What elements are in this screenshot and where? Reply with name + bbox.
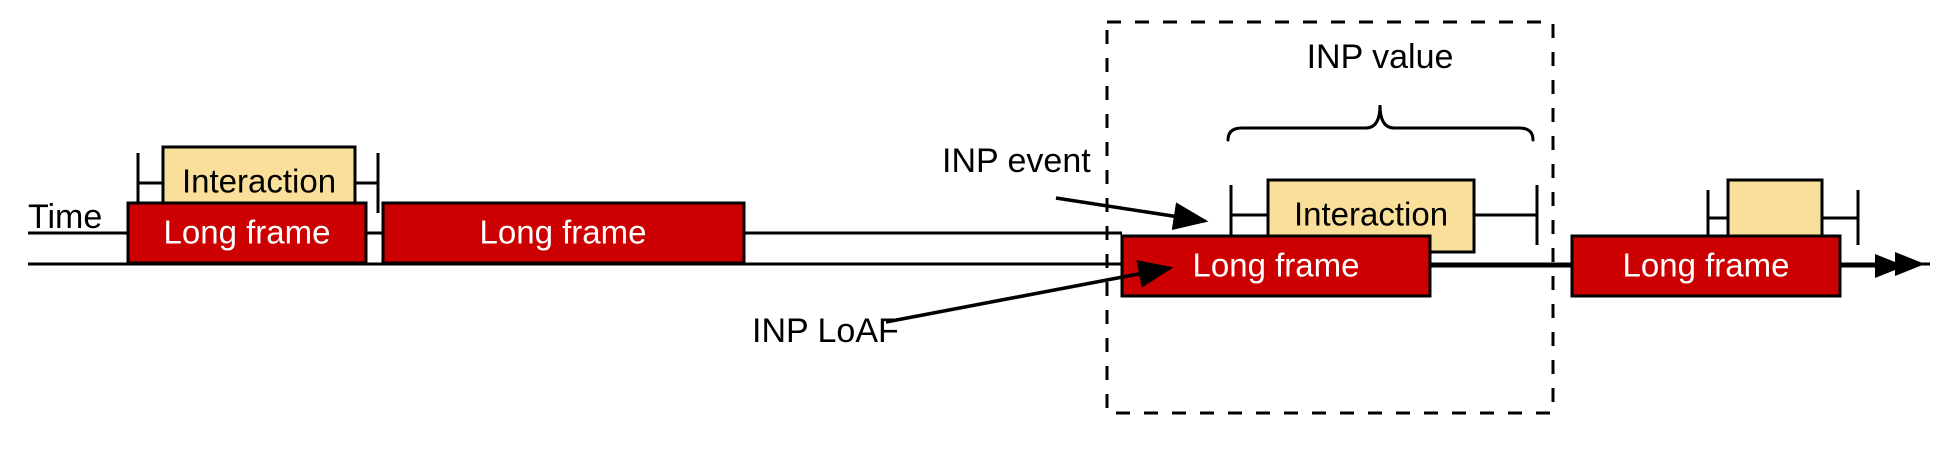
inp-event-arrow [1055, 196, 1209, 231]
frame-group-1: Interaction Long frame [126, 145, 380, 265]
long-frame-label-3: Long frame [1193, 247, 1360, 284]
frame-group-4: Long frame [1570, 178, 1860, 298]
inp-value-label: INP value [1307, 38, 1454, 76]
inp-value-brace [1226, 104, 1535, 142]
inp-loaf-callout: INP LoAF [752, 260, 1174, 350]
long-frame-label-4: Long frame [1623, 247, 1790, 284]
frame-group-2: Long frame [381, 201, 746, 265]
interaction-whisker-right-1 [353, 153, 380, 213]
inp-event-callout: INP event [942, 142, 1209, 231]
long-frame-label-2: Long frame [480, 214, 647, 251]
interaction-label-3: Interaction [1294, 196, 1448, 233]
interaction-whisker-right-4 [1821, 190, 1860, 245]
long-frame-box-2[interactable] [381, 201, 746, 265]
frame-group-3: Interaction Long frame [1120, 178, 1539, 298]
long-frame-label-1: Long frame [164, 214, 331, 251]
time-axis-label: Time [28, 198, 102, 236]
inp-loaf-arrow [885, 260, 1174, 324]
interaction-label-1: Interaction [182, 163, 336, 200]
inp-loaf-label: INP LoAF [752, 312, 899, 350]
inp-event-label: INP event [942, 142, 1091, 180]
inp-value-brace-group: INP value [1226, 38, 1535, 142]
axis-connectors [28, 231, 1905, 278]
interaction-whisker-right-3 [1473, 185, 1539, 245]
